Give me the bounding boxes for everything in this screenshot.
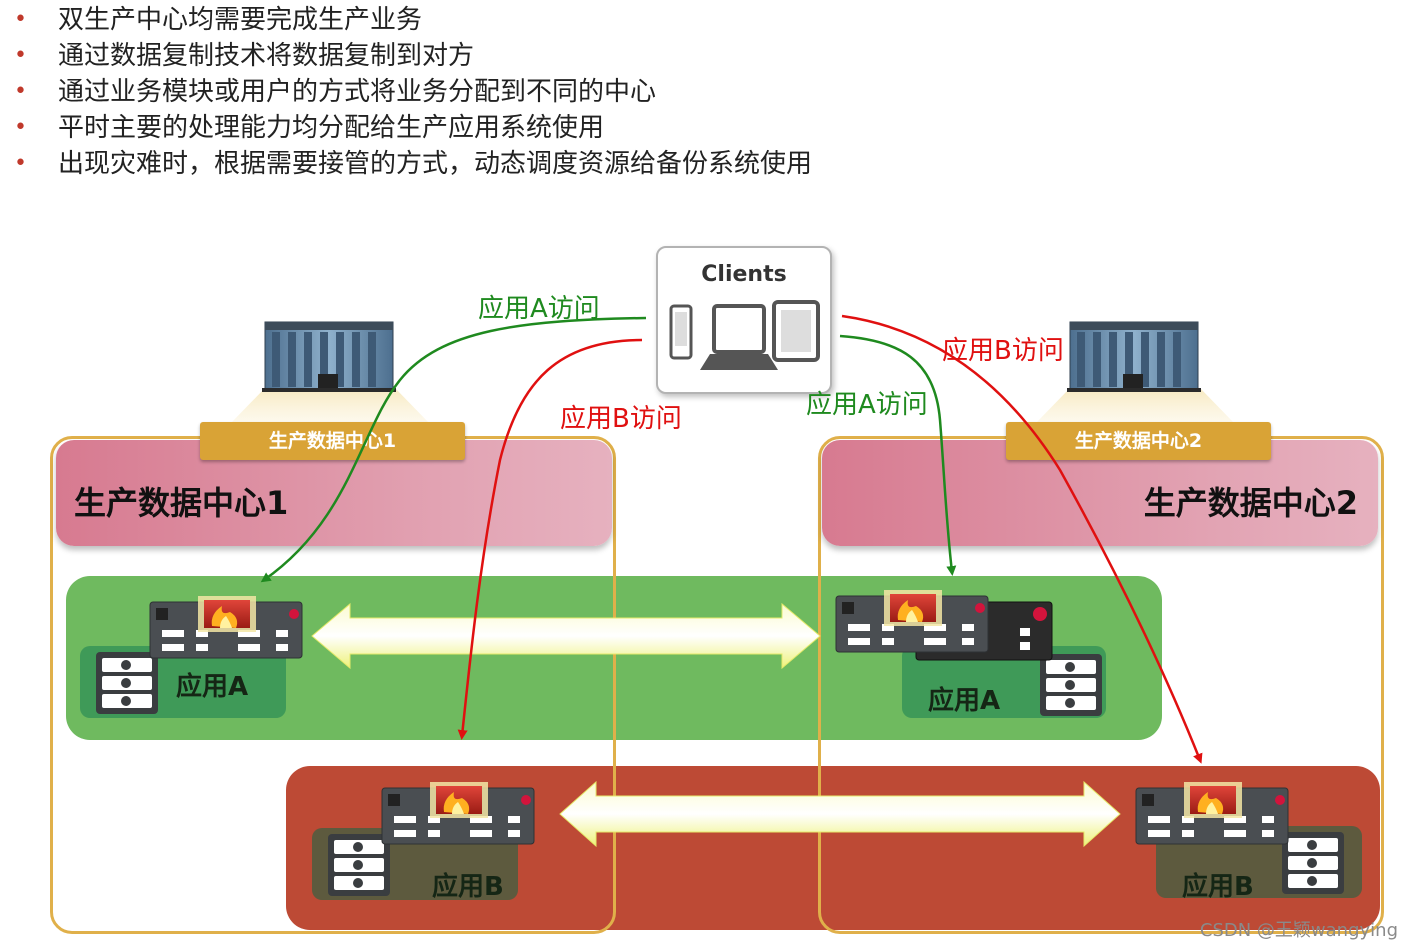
bullet-item: •双生产中心均需要完成生产业务: [14, 2, 812, 38]
replication-arrow-app-a: [311, 602, 821, 670]
connection-label-app-b-dc2: 应用B访问: [942, 336, 1064, 366]
bullet-item: •平时主要的处理能力均分配给生产应用系统使用: [14, 110, 812, 146]
connection-label-app-b-dc1: 应用B访问: [560, 404, 682, 434]
firewall-appliance-icon: [835, 589, 989, 653]
datacenter-2-title: 生产数据中心2: [1143, 484, 1358, 522]
storage-server-icon: [96, 652, 158, 714]
connection-label-app-a-dc2: 应用A访问: [806, 390, 928, 420]
firewall-appliance-icon: [149, 595, 303, 659]
firewall-appliance-icon: [381, 781, 535, 845]
datacenter-1-title: 生产数据中心1: [74, 484, 289, 522]
bullet-dot-icon: •: [14, 7, 27, 32]
replication-arrow-app-b: [559, 780, 1121, 848]
datacenter-2-building-icon: [1035, 321, 1235, 424]
bullet-list: •双生产中心均需要完成生产业务 •通过数据复制技术将数据复制到对方 •通过业务模…: [14, 2, 812, 182]
storage-server-icon: [1282, 832, 1344, 894]
bullet-dot-icon: •: [14, 79, 27, 104]
bullet-item: •出现灾难时，根据需要接管的方式，动态调度资源给备份系统使用: [14, 146, 812, 182]
storage-server-icon: [328, 834, 390, 896]
clients-box[interactable]: Clients: [656, 246, 832, 394]
clients-title: Clients: [701, 262, 787, 287]
app-b-label-dc1: 应用B: [432, 872, 504, 902]
connection-app-b-dc2: [841, 314, 1203, 764]
bullet-dot-icon: •: [14, 151, 27, 176]
bullet-dot-icon: •: [14, 115, 27, 140]
bullet-item: •通过数据复制技术将数据复制到对方: [14, 38, 812, 74]
datacenter-1-building-icon: [230, 321, 430, 424]
bullet-item: •通过业务模块或用户的方式将业务分配到不同的中心: [14, 74, 812, 110]
watermark: CSDN @王颖wangying: [1199, 920, 1398, 941]
bullet-dot-icon: •: [14, 43, 27, 68]
app-b-label-dc2: 应用B: [1182, 872, 1254, 902]
connection-app-a-dc1: [260, 316, 647, 583]
app-a-label-dc1: 应用A: [176, 672, 249, 702]
connection-label-app-a-dc1: 应用A访问: [478, 294, 600, 324]
connection-app-a-dc2: [839, 334, 957, 576]
app-a-label-dc2: 应用A: [928, 686, 1001, 716]
connection-app-b-dc1: [457, 338, 643, 740]
storage-server-icon: [1040, 654, 1102, 716]
client-devices-icon: [669, 300, 820, 370]
datacenter-2-tab: 生产数据中心2: [1006, 422, 1271, 460]
firewall-appliance-icon: [1135, 781, 1289, 845]
